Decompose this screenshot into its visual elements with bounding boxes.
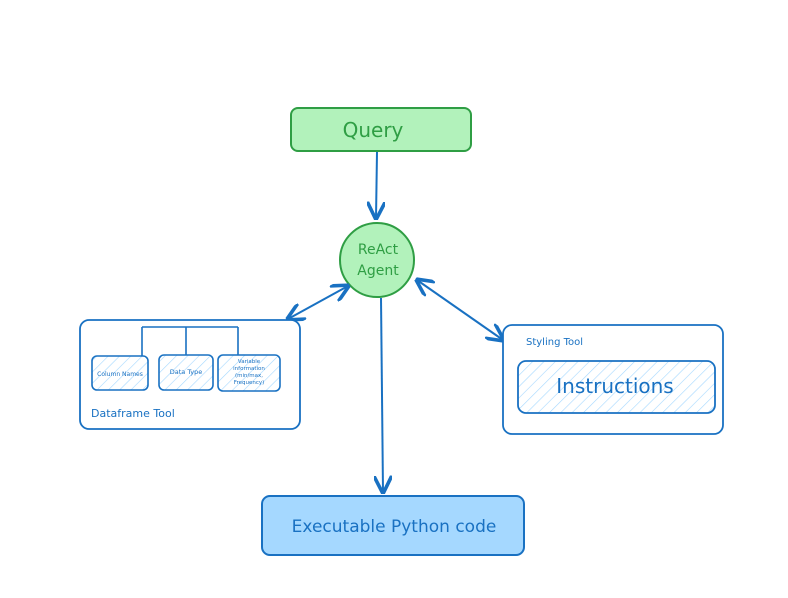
styling-tool-title: Styling Tool <box>526 337 583 348</box>
react-agent-node: ReAct Agent <box>339 222 415 298</box>
data-type-label: Data Type <box>170 368 203 376</box>
python-code-label: Executable Python code <box>292 517 497 537</box>
data-type-item: Data Type <box>158 354 214 391</box>
variable-info-line3: (min/max, <box>235 373 263 379</box>
query-node: Query <box>290 107 472 152</box>
arrow-agent-styling-tool <box>417 280 503 340</box>
instructions-label: Instructions <box>556 374 673 398</box>
variable-info-line1: Variable <box>238 359 261 365</box>
query-label: Query <box>343 118 404 142</box>
column-names-label: Column Names <box>97 371 143 378</box>
variable-information-item: Variable information (min/max, Frequency… <box>217 354 281 392</box>
agent-label-line1: ReAct <box>358 242 399 258</box>
dataframe-tool-box: Column Names Data Type Variable informat… <box>79 319 301 430</box>
variable-info-line2: information <box>233 366 265 372</box>
arrow-agent-dataframe-tool <box>288 286 348 319</box>
styling-tool-box: Styling Tool Instructions <box>502 324 724 435</box>
arrow-query-to-agent <box>376 151 377 218</box>
dataframe-tool-connectors <box>141 326 239 356</box>
instructions-item: Instructions <box>517 360 716 414</box>
python-code-output-node: Executable Python code <box>261 495 525 556</box>
agent-label-line2: Agent <box>357 263 399 279</box>
variable-info-line4: Frequency) <box>234 380 265 386</box>
dataframe-tool-title: Dataframe Tool <box>91 407 175 420</box>
arrow-agent-to-output <box>381 297 383 492</box>
column-names-item: Column Names <box>91 355 149 391</box>
